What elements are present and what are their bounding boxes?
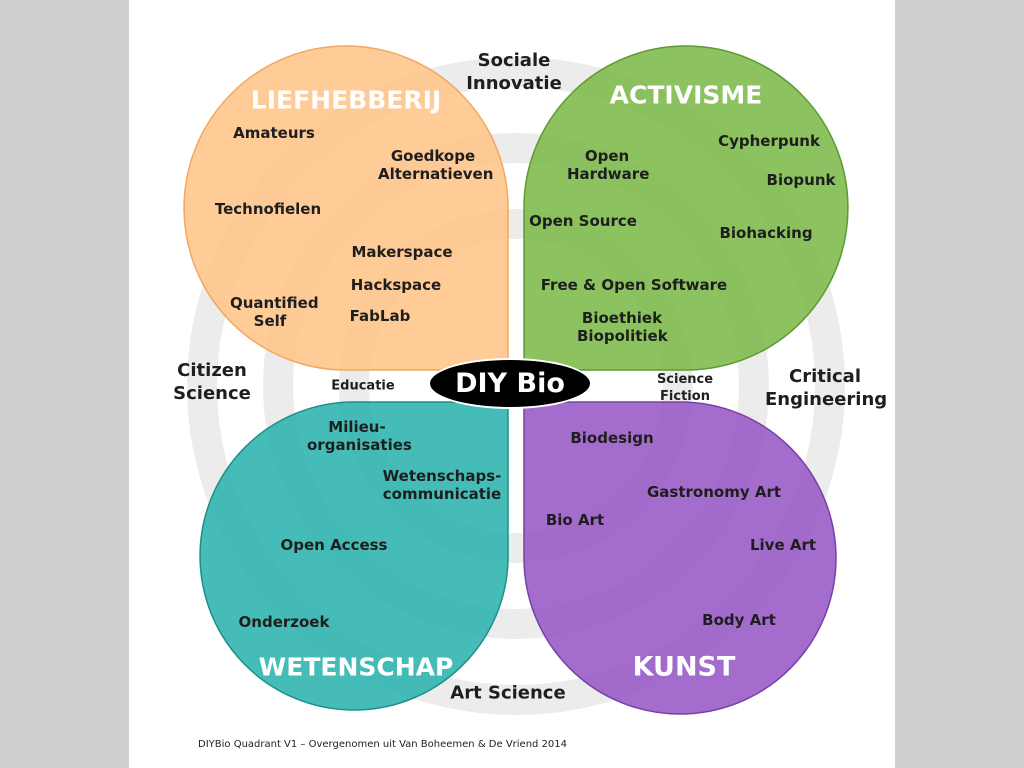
quadrant-science-shape (199, 401, 509, 711)
activism-item: Open Source (529, 212, 637, 230)
quadrant-title-activism: ACTIVISME (609, 80, 763, 110)
art-item: Gastronomy Art (646, 483, 782, 501)
intersection-bottom: Art Science (450, 682, 566, 704)
intersection-inner-right: Science Fiction (656, 372, 714, 404)
ring-middle (263, 133, 769, 639)
hobby-item: Hackspace (350, 276, 442, 294)
quadrant-hobby-shape (183, 45, 509, 371)
activism-item: Free & Open Software (540, 276, 728, 294)
hobby-item: Amateurs (233, 124, 315, 142)
quadrant-title-hobby: LIEFHEBBERIJ (250, 85, 442, 115)
activism-item: Bioethiek Biopolitiek (577, 309, 668, 345)
intersection-top: Sociale Innovatie (466, 50, 562, 94)
quadrant-activism-shape (523, 45, 849, 371)
intersection-right: Critical Engineering (765, 366, 888, 410)
ring-outer (187, 57, 845, 715)
science-item: Open Access (280, 536, 388, 554)
center-node: DIY Bio (428, 358, 592, 409)
science-item: Milieu- organisaties (307, 418, 412, 454)
background-rings (187, 57, 845, 715)
intersection-left: Citizen Science (173, 360, 251, 404)
quadrant-title-science: WETENSCHAP (258, 652, 454, 682)
activism-item: Open Hardware (567, 147, 650, 183)
hobby-item: FabLab (349, 307, 411, 325)
art-item: Live Art (749, 536, 817, 554)
source-caption: DIYBio Quadrant V1 – Overgenomen uit Van… (198, 739, 568, 750)
center-label: DIY Bio (455, 368, 565, 399)
quadrant-art-shape (523, 401, 837, 715)
hobby-item: Quantified Self (230, 294, 319, 330)
intersection-inner-left: Educatie (331, 378, 395, 394)
hobby-item: Technofielen (214, 200, 322, 218)
art-item: Body Art (702, 611, 776, 629)
art-item: Bio Art (545, 511, 605, 529)
activism-item: Biopunk (766, 171, 836, 189)
ring-inner (339, 209, 693, 563)
quadrant-title-art: KUNST (632, 651, 736, 683)
science-item: Onderzoek (238, 613, 330, 631)
hobby-item: Makerspace (351, 243, 453, 261)
activism-item: Biohacking (719, 224, 813, 242)
science-item: Wetenschaps- communicatie (382, 467, 502, 503)
hobby-item: Goedkope Alternatieven (378, 147, 494, 183)
activism-item: Cypherpunk (718, 132, 820, 150)
art-item: Biodesign (570, 429, 654, 447)
